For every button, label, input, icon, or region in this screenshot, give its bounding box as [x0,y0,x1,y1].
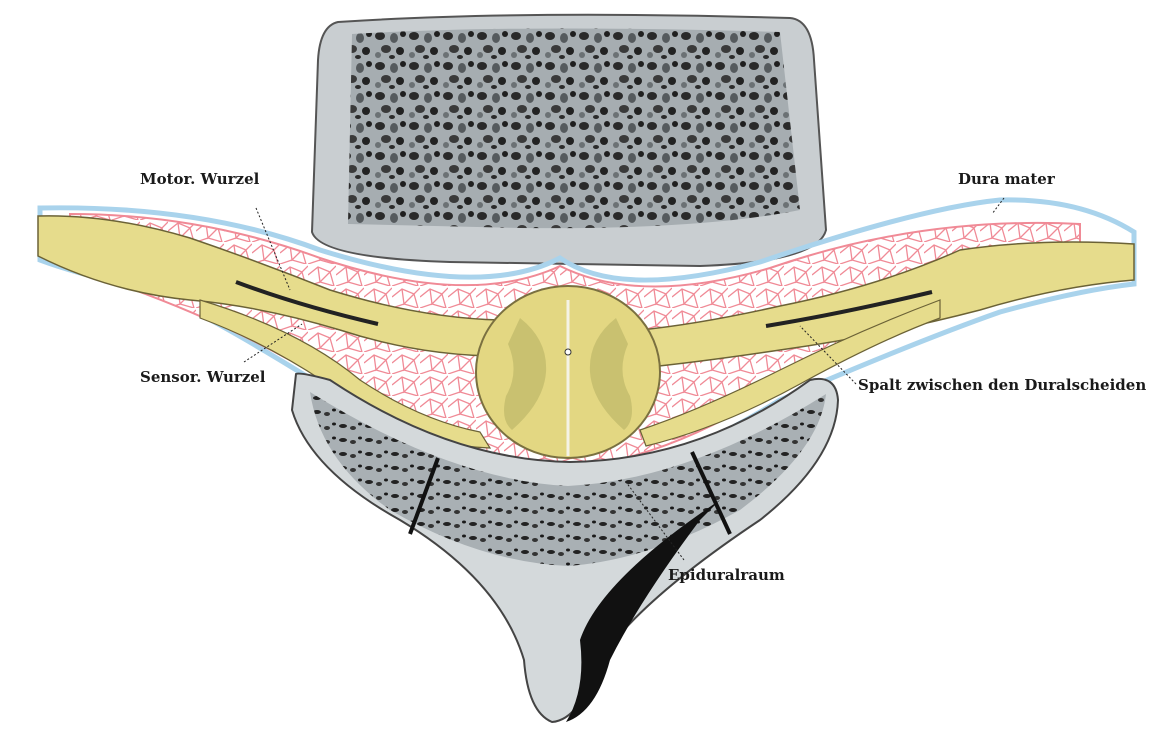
spinal-cord [476,286,660,458]
label-epidural-space-text: Epiduralraum [668,566,785,584]
label-dura-mater-text: Dura mater [958,170,1056,188]
label-motor-root-text: Motor. Wurzel [140,170,260,188]
label-sensory-root-text: Sensor. Wurzel [140,368,266,386]
label-dura-mater: Dura mater [958,170,1056,214]
vertebral-body [312,15,826,266]
label-dural-cleft-text: Spalt zwischen den Duralscheiden [858,376,1146,394]
